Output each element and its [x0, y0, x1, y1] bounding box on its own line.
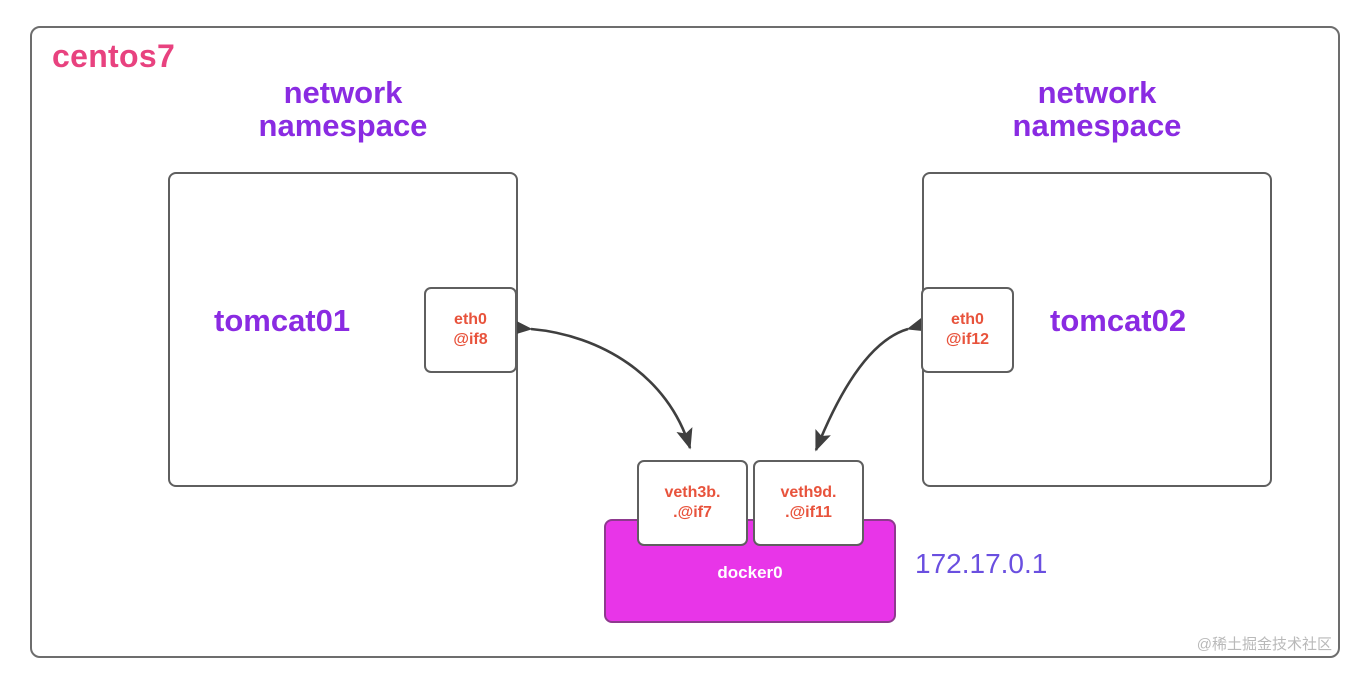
container-label-tomcat02: tomcat02: [1050, 303, 1187, 338]
veth-name-line2: .@if7: [673, 504, 712, 521]
interface-name-line2: @if12: [945, 331, 990, 348]
interface-box-eth0-if8: eth0 @if8: [424, 287, 517, 373]
namespace-title-right: network namespace: [1012, 75, 1182, 144]
interface-name-line1: eth0: [951, 311, 984, 329]
host-label: centos7: [52, 38, 176, 74]
interface-name-line1: eth0: [454, 311, 487, 329]
namespace-title-left: network namespace: [258, 75, 428, 144]
bridge-label-docker0: docker0: [717, 563, 783, 582]
bridge-ip-address: 172.17.0.1: [915, 548, 1048, 579]
watermark: @稀土掘金技术社区: [1196, 636, 1332, 653]
interface-box-veth9d-if11: veth9d. .@if11: [753, 460, 864, 546]
container-label-tomcat01: tomcat01: [214, 303, 351, 338]
interface-box-eth0-if12: eth0 @if12: [921, 287, 1014, 373]
interface-name-line2: @if8: [453, 331, 488, 348]
veth-name-line1: veth9d.: [780, 484, 837, 502]
veth-name-line1: veth3b.: [664, 484, 721, 502]
veth-name-line2: .@if11: [785, 504, 832, 521]
interface-box-veth3b-if7: veth3b. .@if7: [637, 460, 748, 546]
